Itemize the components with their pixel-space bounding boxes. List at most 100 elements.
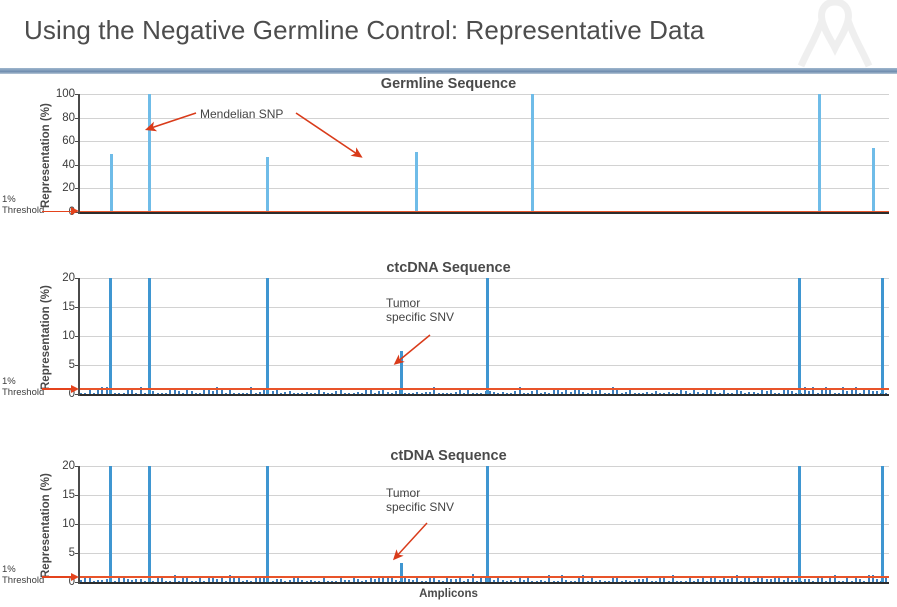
noise-bar xyxy=(484,390,487,394)
y-axis-tick-mark xyxy=(75,553,80,554)
noise-bar xyxy=(471,392,474,394)
noise-bar xyxy=(395,580,398,582)
data-bar xyxy=(265,156,269,212)
noise-bar xyxy=(454,391,457,394)
noise-bar xyxy=(659,392,662,394)
noise-bar xyxy=(518,387,521,394)
noise-bar xyxy=(539,392,542,394)
noise-bar xyxy=(220,390,223,394)
noise-bar xyxy=(386,392,389,394)
noise-bar xyxy=(382,576,385,582)
noise-bar xyxy=(791,391,794,394)
noise-bar xyxy=(786,575,789,582)
noise-bar xyxy=(510,392,513,394)
noise-bar xyxy=(139,387,142,394)
noise-bar xyxy=(416,578,419,582)
noise-bar xyxy=(216,387,219,394)
slide-header: Using the Negative Germline Control: Rep… xyxy=(0,0,897,68)
noise-bar xyxy=(165,580,168,582)
noise-bar xyxy=(471,574,474,582)
noise-bar xyxy=(173,389,176,394)
noise-bar xyxy=(752,392,755,394)
noise-bar xyxy=(258,576,261,582)
bars-ctdna xyxy=(80,466,889,582)
y-axis-tick-mark xyxy=(75,365,80,366)
noise-bar xyxy=(544,392,547,394)
noise-bar xyxy=(765,578,768,582)
noise-bar xyxy=(203,580,206,582)
noise-bar xyxy=(126,388,129,394)
noise-bar xyxy=(135,578,138,582)
threshold-label-ctdna: 1% Threshold xyxy=(2,564,45,586)
noise-bar xyxy=(403,392,406,394)
noise-bar xyxy=(335,580,338,582)
gridline xyxy=(80,94,889,95)
noise-bar xyxy=(616,576,619,582)
data-bar xyxy=(148,466,152,582)
noise-bar xyxy=(595,391,598,394)
noise-bar xyxy=(152,580,155,582)
y-axis-tick-mark xyxy=(75,524,80,525)
noise-bar xyxy=(263,577,266,582)
noise-bar xyxy=(84,576,87,582)
noise-bar xyxy=(569,392,572,394)
noise-bar xyxy=(101,580,104,582)
noise-bar xyxy=(454,579,457,582)
threshold-arrow-stem xyxy=(42,388,72,390)
noise-bar xyxy=(569,580,572,582)
noise-bar xyxy=(739,580,742,582)
noise-bar xyxy=(633,579,636,582)
noise-bar xyxy=(135,392,138,394)
noise-bar xyxy=(522,580,525,582)
noise-bar xyxy=(539,579,542,582)
noise-bar xyxy=(727,392,730,394)
noise-bar xyxy=(356,579,359,582)
noise-bar xyxy=(437,392,440,394)
noise-bar xyxy=(433,387,436,394)
noise-bar xyxy=(322,578,325,582)
noise-bar xyxy=(510,579,513,582)
noise-bar xyxy=(795,580,798,582)
noise-bar xyxy=(143,580,146,582)
chart-ctcdna: ctcDNA Sequence Representation (%) 1% Th… xyxy=(0,260,897,428)
noise-bar xyxy=(684,580,687,582)
gridline xyxy=(80,278,889,279)
noise-bar xyxy=(365,387,368,394)
noise-bar xyxy=(642,578,645,582)
noise-bar xyxy=(803,579,806,582)
noise-bar xyxy=(271,580,274,582)
noise-bar xyxy=(718,392,721,394)
noise-bar xyxy=(620,392,623,394)
noise-bar xyxy=(497,392,500,394)
gridline xyxy=(80,307,889,308)
noise-bar xyxy=(667,391,670,394)
data-bar xyxy=(109,278,113,394)
noise-bar xyxy=(361,580,364,582)
noise-bar xyxy=(629,388,632,394)
noise-bar xyxy=(177,390,180,394)
noise-bar xyxy=(625,392,627,394)
noise-bar xyxy=(361,392,364,394)
noise-bar xyxy=(731,392,734,394)
y-axis-tick-label: 15 xyxy=(62,301,75,313)
noise-bar xyxy=(382,388,385,394)
noise-bar xyxy=(403,577,406,582)
noise-bar xyxy=(599,579,602,582)
noise-bar xyxy=(501,579,504,582)
page-title: Using the Negative Germline Control: Rep… xyxy=(24,15,705,45)
noise-bar xyxy=(199,392,202,394)
data-bar xyxy=(797,278,801,394)
noise-bar xyxy=(429,391,432,394)
noise-bar xyxy=(595,580,598,582)
noise-bar xyxy=(697,392,700,394)
data-bar xyxy=(148,94,152,212)
noise-bar xyxy=(833,392,836,394)
noise-bar xyxy=(373,392,376,394)
x-axis-germline xyxy=(80,212,889,214)
noise-bar xyxy=(182,578,185,582)
noise-bar xyxy=(292,392,295,394)
noise-bar xyxy=(480,392,483,394)
data-bar xyxy=(265,466,269,582)
y-axis-tick-label: 5 xyxy=(68,547,75,559)
noise-bar xyxy=(527,392,530,394)
